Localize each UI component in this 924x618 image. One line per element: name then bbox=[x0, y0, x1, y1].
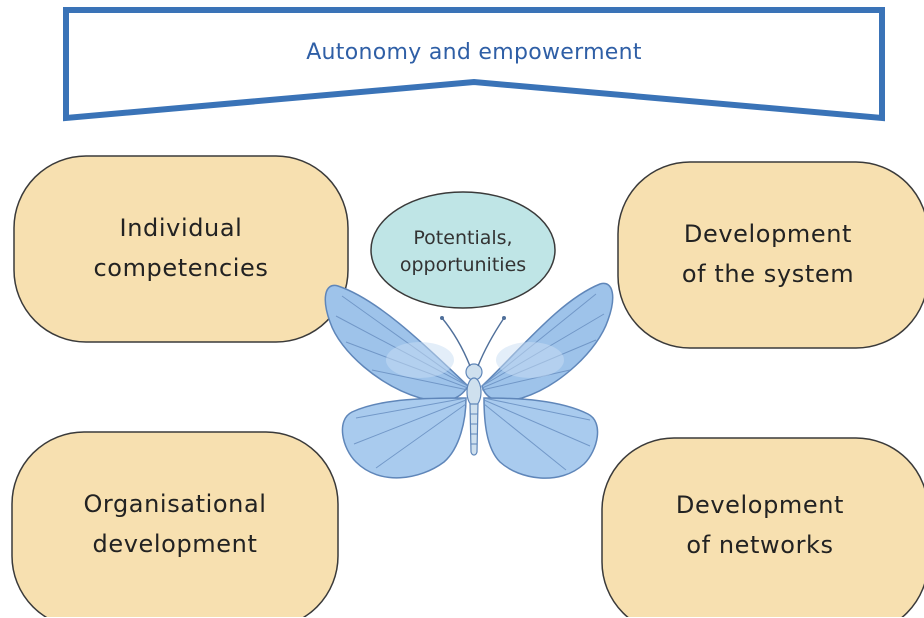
butterfly-wing-shading bbox=[386, 342, 564, 378]
box-organisational-development bbox=[11, 431, 339, 617]
potentials-bubble-label: Potentials, opportunities bbox=[372, 192, 554, 312]
box-development-of-system bbox=[617, 161, 924, 349]
box-bottom-left-line1: Organisational bbox=[83, 490, 267, 519]
banner-title: Autonomy and empowerment bbox=[306, 39, 642, 65]
box-top-right-line2: of the system bbox=[681, 260, 855, 288]
box-top-right-line1: Development bbox=[683, 220, 853, 249]
butterfly-antenna-right bbox=[477, 317, 505, 367]
box-development-of-networks-label: Development of networks bbox=[602, 438, 918, 614]
bubble-line2: opportunities bbox=[399, 254, 527, 276]
butterfly-lower-left-wing bbox=[341, 397, 467, 479]
box-top-left-line2: competencies bbox=[93, 254, 269, 282]
bubble-line1: Potentials, bbox=[413, 227, 513, 250]
box-bottom-right-line1: Development bbox=[675, 491, 845, 520]
box-development-of-networks bbox=[601, 437, 924, 617]
box-bottom-left-line2: development bbox=[92, 530, 258, 558]
butterfly-abdomen bbox=[469, 403, 479, 456]
box-organisational-development-label: Organisational development bbox=[12, 432, 338, 618]
potentials-bubble-shape bbox=[370, 191, 556, 309]
butterfly-lower-right-wing bbox=[483, 397, 599, 479]
butterfly-antenna-left bbox=[441, 317, 471, 367]
box-bottom-right-line2: of networks bbox=[686, 531, 834, 559]
box-development-of-system-label: Development of the system bbox=[618, 162, 918, 348]
butterfly-abdomen-segments bbox=[470, 413, 478, 445]
box-top-left-line1: Individual bbox=[119, 214, 243, 243]
box-individual-competencies bbox=[13, 155, 349, 343]
banner-outline bbox=[63, 7, 885, 122]
box-individual-competencies-label: Individual competencies bbox=[14, 156, 348, 342]
